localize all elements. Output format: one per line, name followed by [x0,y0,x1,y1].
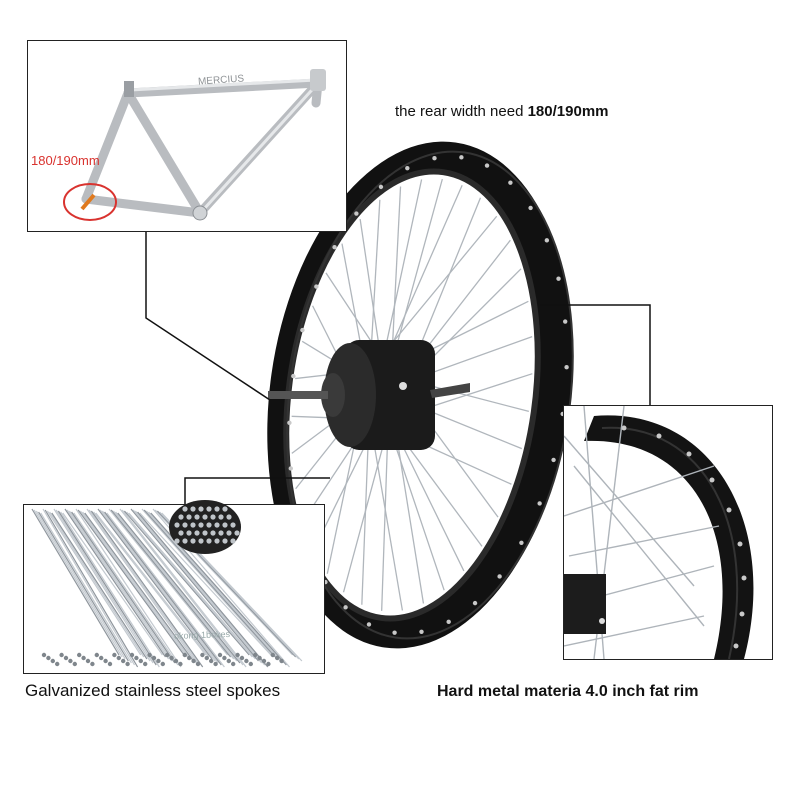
rim-inset [563,405,773,660]
axle [268,391,328,399]
connector-frame-to-axle [145,230,271,401]
hub-flange [324,343,376,447]
rear-width-value: 180/190mm [527,103,609,120]
spokes-bundle-image [31,508,303,668]
connector-rim [540,304,651,405]
spokes-inset: okong 1bokes [23,504,325,674]
measure-label: 180/190mm [31,153,100,168]
connector-spokes [184,477,330,504]
dropout-highlight [63,183,117,221]
motor-cable [430,383,470,398]
spoke-ends-detail [169,500,241,554]
dropout-marker [80,193,96,211]
wheel [267,141,574,649]
bike-frame-image [63,69,326,221]
hub-bolt [399,382,407,390]
rim-nipples [287,155,569,635]
rim-closeup-image [564,406,754,659]
frame-inset: MERCIUS 180/190mm [27,40,347,232]
spokes-caption: Galvanized stainless steel spokes [25,681,281,700]
rim-caption: Hard metal materia 4.0 inch fat rim [437,683,699,700]
connector-lines [145,230,651,504]
rear-width-prefix: the rear width need [395,103,528,120]
rear-width-caption: the rear width need 180/190mm [395,103,609,120]
spokes-watermark: okong 1bokes [173,629,231,641]
hub-cap [321,373,345,417]
